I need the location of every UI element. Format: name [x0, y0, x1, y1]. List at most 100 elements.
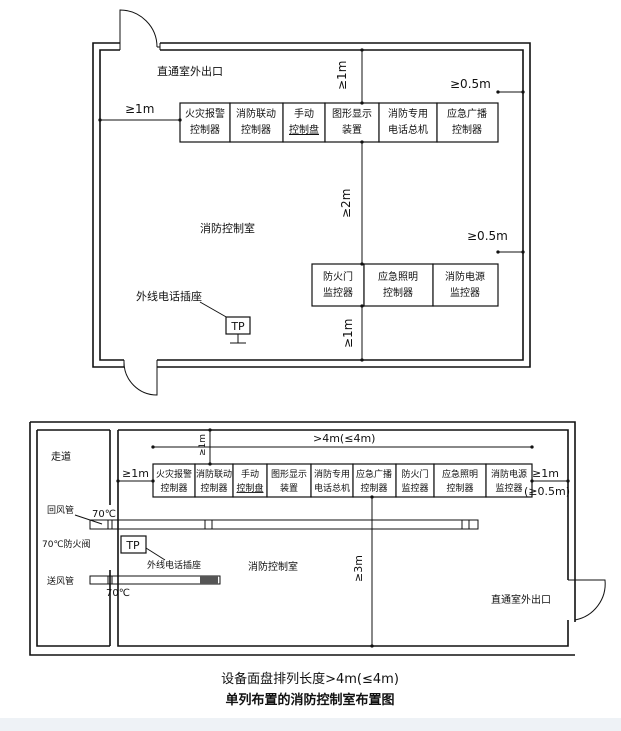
- panel-label: 控制器: [452, 123, 482, 136]
- dim-aisle-gap: ≥3m: [352, 555, 365, 582]
- panel-fire-linkage-controller: [229, 102, 284, 143]
- panel-label: 监控器: [323, 286, 353, 299]
- panel-label: 防火门: [323, 270, 353, 283]
- panel-label: 消防专用: [314, 468, 350, 480]
- panel-label: 监控器: [495, 482, 522, 494]
- panel-label: 消防联动: [236, 107, 276, 120]
- panel-fire-phone-main: [310, 463, 354, 498]
- leader-line: [145, 547, 166, 561]
- panel-manual-control: [282, 102, 326, 143]
- return-duct-body: [89, 519, 479, 530]
- panel-fire-phone-main: [378, 102, 438, 143]
- caption: 设备面盘排列长度>4m(≤4m) 单列布置的消防控制室布置图: [221, 671, 399, 708]
- panel-label: 电话总机: [314, 482, 350, 494]
- plan1-exit-label: 直通室外出口: [157, 64, 223, 78]
- return-duct-label: 回风管: [47, 504, 74, 516]
- dim-right-gap: ≥1m: [532, 467, 559, 480]
- caption-line1: 设备面盘排列长度>4m(≤4m): [221, 671, 399, 687]
- panel-label: 消防联动: [196, 468, 232, 480]
- panel-label: 控制器: [360, 482, 387, 494]
- panel-label: 监控器: [401, 482, 428, 494]
- panel-fire-alarm-controller: [152, 463, 196, 498]
- panel-label: 消防专用: [388, 107, 428, 120]
- tp-label: TP: [230, 320, 245, 333]
- plan1-bottom-row: 防火门 监控器 应急照明 控制器 消防电源 监控器: [311, 263, 499, 307]
- plan2-panel-row: 火灾报警 控制器 消防联动 控制器 手动 控制盘 图形显示 装置 消防专用 电话…: [152, 463, 533, 498]
- dim-right-gap-top: ≥0.5m: [450, 77, 491, 91]
- plan1-top-row: 火灾报警 控制器 消防联动 控制器 手动 控制盘 图形显示 装置 消防专用 电话…: [179, 102, 499, 143]
- leader-line: [199, 301, 229, 319]
- panel-label: 消防电源: [491, 468, 527, 480]
- panel-label: 手动: [241, 468, 259, 480]
- supply-duct-label: 送风管: [47, 575, 74, 587]
- panel-fire-alarm-controller: [179, 102, 231, 143]
- supply-air-duct: 送风管 70℃: [47, 575, 221, 599]
- supply-grille: [200, 576, 218, 584]
- panel-emergency-broadcast: [436, 102, 499, 143]
- panel-label: 应急照明: [442, 468, 478, 480]
- plan2-wall-inner: [117, 429, 569, 647]
- damper-label: 70℃防火阀: [42, 538, 91, 550]
- dim-right-gap-bottom: ≥0.5m: [467, 229, 508, 243]
- leader-line: [74, 514, 103, 525]
- panel-label: 应急广播: [356, 468, 392, 480]
- caption-line2: 单列布置的消防控制室布置图: [225, 692, 394, 708]
- panel-label: 装置: [342, 123, 362, 136]
- return-air-duct: 回风管 70℃ 70℃防火阀: [42, 504, 479, 550]
- duct-damper: [461, 519, 470, 530]
- panel-label: 监控器: [450, 286, 480, 299]
- panel-label: 控制器: [446, 482, 473, 494]
- panel-label: 图形显示: [271, 468, 307, 480]
- plan1-wall-outer: [92, 42, 531, 368]
- plan2-dimensions: >4m(≤4m) ≥1m ≥1m ≥1m (≥0.5m) ≥3m: [116, 428, 570, 648]
- dim-left-gap: ≥1m: [125, 102, 154, 116]
- plan1-dimensions: ≥1m ≥1m ≥0.5m ≥2m ≥0.5m ≥1m: [98, 48, 525, 362]
- plan2-room-label: 消防控制室: [248, 560, 298, 573]
- panel-fire-door-monitor: [311, 263, 365, 307]
- panel-label: 控制器: [241, 123, 271, 136]
- dim-length: >4m(≤4m): [313, 432, 375, 445]
- panel-label: 应急照明: [378, 270, 418, 283]
- panel-label: 消防电源: [445, 270, 485, 283]
- dim-top-gap: ≥1m: [335, 61, 349, 90]
- plan1-room-label: 消防控制室: [200, 221, 255, 235]
- panel-label: 火灾报警: [156, 468, 192, 480]
- panel-label: 应急广播: [447, 107, 487, 120]
- tp-label: TP: [125, 539, 140, 552]
- panel-label: 控制盘: [289, 123, 319, 136]
- plan1-bottom-door: [123, 360, 158, 396]
- phone-socket-label: 外线电话插座: [147, 559, 201, 571]
- tp-box: [120, 535, 147, 554]
- dim-top-gap: ≥1m: [198, 434, 208, 456]
- plan1: 直通室外出口 消防控制室 火灾报警 控制器 消防联动 控制器 手动 控制盘 图形…: [92, 9, 531, 396]
- panel-label: 电话总机: [388, 123, 428, 136]
- dim-aisle-gap: ≥2m: [339, 189, 353, 218]
- temp-label-top: 70℃: [92, 509, 116, 520]
- dim-bottom-gap: ≥1m: [341, 319, 355, 348]
- panel-label: 火灾报警: [185, 107, 225, 120]
- plan2-exit-door: [568, 579, 606, 621]
- plan2-phone-socket: TP 外线电话插座: [120, 535, 201, 571]
- panel-manual-control: [232, 463, 268, 498]
- duct-damper: [204, 519, 213, 530]
- panel-power-monitor: [432, 263, 499, 307]
- plan2-exit-label: 直通室外出口: [491, 593, 551, 606]
- panel-graphic-display: [266, 463, 312, 498]
- plan1-wall-inner: [99, 49, 524, 361]
- plan1-top-door: [119, 9, 161, 50]
- plan2: 走道 消防控制室 直通室外出口 火灾报警 控制器 消防联动 控制器 手动 控制盘…: [29, 421, 606, 656]
- corridor-label: 走道: [51, 450, 71, 463]
- page-footer-band: [0, 718, 621, 731]
- dim-right-gap-alt: (≥0.5m): [524, 485, 570, 498]
- panel-label: 控制器: [190, 123, 220, 136]
- panel-label: 控制盘: [236, 482, 263, 494]
- panel-label: 控制器: [200, 482, 227, 494]
- temp-label-bottom: 70℃: [106, 588, 130, 599]
- panel-fire-door-monitor: [395, 463, 435, 498]
- panel-label: 手动: [294, 107, 314, 120]
- plan1-phone-socket: 外线电话插座 TP: [136, 289, 251, 344]
- panel-label: 装置: [280, 482, 298, 494]
- dim-left-gap: ≥1m: [122, 467, 149, 480]
- phone-socket-label: 外线电话插座: [136, 289, 202, 303]
